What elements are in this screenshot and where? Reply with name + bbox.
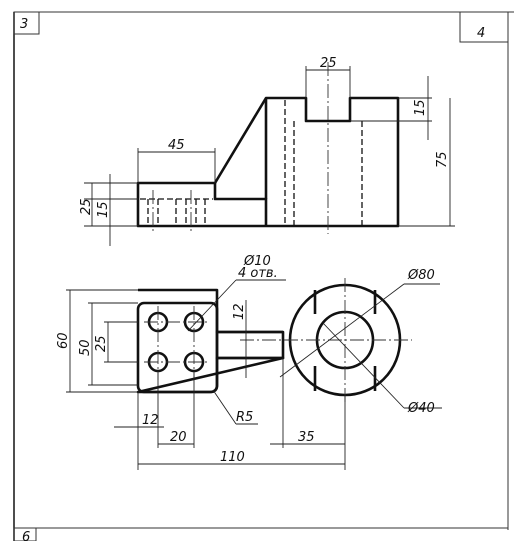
dim-base-height-label: 25 — [79, 198, 94, 215]
dim-rib-width-label: 12 — [232, 303, 247, 320]
dim-inner-leader — [322, 322, 442, 409]
top-view: Ø10 4 отв. Ø80 Ø40 12 — [56, 254, 442, 470]
dim-total-height — [398, 98, 455, 227]
front-view-outline — [136, 96, 400, 228]
dim-slot-width — [305, 66, 351, 98]
dim-slot-depth — [350, 76, 432, 140]
front-hidden-holes — [140, 198, 213, 226]
dim-hole-spacing-h-label: 20 — [170, 430, 187, 445]
top-centerlines — [144, 278, 412, 402]
corner-number: 3 — [20, 17, 28, 32]
dim-hole-leader — [187, 279, 286, 332]
sheet-frame — [13, 11, 514, 541]
dim-overall-length — [137, 430, 345, 470]
dim-slot-width-label: 25 — [320, 56, 337, 71]
dim-base-heights — [84, 174, 138, 246]
dim-fillet-leader — [212, 389, 258, 425]
dim-inner-diameter-label: Ø40 — [407, 401, 435, 416]
dim-slot-depth-label: 15 — [413, 99, 428, 116]
dim-hole-count-label: 4 отв. — [238, 266, 278, 281]
dim-hole-spacing-v-label: 25 — [94, 335, 109, 352]
dim-total-height-label: 75 — [435, 151, 450, 168]
dim-step-width — [137, 148, 216, 183]
dim-overall-width-label: 60 — [56, 332, 71, 349]
dim-outer-diameter-label: Ø80 — [407, 268, 435, 283]
dim-step-width-label: 45 — [168, 138, 185, 153]
dim-left-widths — [66, 289, 138, 393]
dim-hole-offset-label: 12 — [142, 413, 159, 428]
dim-overall-length-label: 110 — [220, 450, 245, 465]
dim-hole-diameter-label: Ø10 — [243, 254, 271, 269]
dim-hole-offsets — [114, 371, 195, 448]
dim-inner-width-label: 50 — [78, 339, 93, 356]
top-rib — [215, 330, 285, 360]
dim-lower-height-label: 15 — [96, 201, 111, 218]
page-number: 4 — [477, 26, 485, 41]
dim-fillet-radius-label: R5 — [236, 410, 253, 425]
front-view: 25 15 75 45 25 15 — [79, 56, 455, 246]
top-view-outline — [136, 288, 285, 394]
dim-outer-leader — [279, 283, 440, 378]
bottom-corner-number: 6 — [22, 530, 30, 541]
front-step-line — [213, 183, 268, 226]
dim-center-offset — [270, 358, 346, 470]
dim-center-offset-label: 35 — [298, 430, 315, 445]
